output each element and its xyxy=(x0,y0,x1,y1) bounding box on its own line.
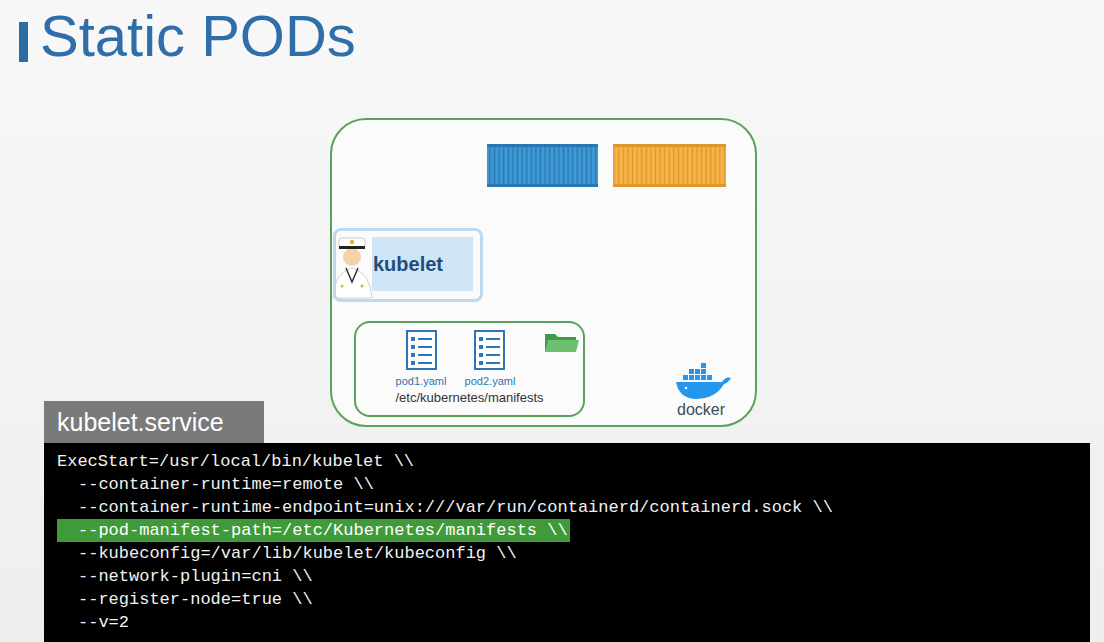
file-icon xyxy=(479,337,483,341)
code-line: --container-runtime-endpoint=unix:///var… xyxy=(57,496,1090,519)
captain-icon xyxy=(341,285,344,288)
docker-whale xyxy=(701,369,706,374)
docker-whale xyxy=(707,375,712,380)
code-line: --pod-manifest-path=/etc/Kubernetes/mani… xyxy=(57,519,570,542)
kubelet-box: kubelet xyxy=(333,228,483,302)
file-icon xyxy=(411,361,415,365)
docker-whale xyxy=(689,369,694,374)
code-line: --network-plugin=cni \\ xyxy=(57,565,1090,588)
docker-whale xyxy=(683,375,688,380)
node-box: docker kubelet/etc/kubernetes/manifests xyxy=(330,118,757,427)
folder-icon xyxy=(545,334,579,352)
captain-icon xyxy=(339,246,365,249)
docker-whale xyxy=(695,369,700,374)
node-label: kubelet xyxy=(372,237,473,291)
blue-container xyxy=(487,144,598,187)
folder-box: /etc/kubernetes/manifests xyxy=(354,321,585,417)
docker-whale xyxy=(701,375,706,380)
file-icon xyxy=(475,331,504,369)
docker-whale xyxy=(695,375,700,380)
orange-container xyxy=(613,184,726,187)
title-bar xyxy=(19,22,28,62)
captain-icon xyxy=(350,240,354,244)
file-icon xyxy=(411,345,415,349)
file-name: pod1.yaml xyxy=(396,374,447,388)
file-icon xyxy=(407,331,436,369)
docker-whale xyxy=(676,363,731,399)
blue-container xyxy=(487,184,598,187)
file-icon xyxy=(486,339,500,363)
docker-whale xyxy=(685,387,688,390)
folder-icon xyxy=(545,340,579,352)
file-icon xyxy=(479,345,483,349)
captain-icon xyxy=(333,268,372,298)
file-icon xyxy=(411,337,415,341)
file-name: pod2.yaml xyxy=(465,374,516,388)
blue-container xyxy=(487,144,598,187)
captain-icon xyxy=(346,268,358,282)
title-bar xyxy=(19,22,28,62)
slide-title: Static PODs xyxy=(40,3,356,69)
file-tab: kubelet.service xyxy=(44,401,264,443)
code-line: --container-runtime=remote \\ xyxy=(57,473,1090,496)
file-icon xyxy=(475,331,504,369)
node-label: docker xyxy=(677,401,725,419)
docker-whale xyxy=(676,378,731,400)
code-line: --register-node=true \\ xyxy=(57,588,1090,611)
captain-icon xyxy=(339,238,365,248)
code-panel: ExecStart=/usr/local/bin/kubelet \\--con… xyxy=(44,443,1090,642)
file-icon xyxy=(479,353,483,357)
node-label: /etc/kubernetes/manifests xyxy=(356,390,583,406)
node-fill xyxy=(331,119,756,426)
node-label: kubelet.service xyxy=(44,401,264,443)
code-line: --kubeconfig=/var/lib/kubelet/kubeconfig… xyxy=(57,542,1090,565)
orange-container xyxy=(613,144,726,187)
node-fill xyxy=(331,119,756,426)
file-icon xyxy=(411,353,415,357)
docker-whale xyxy=(689,375,694,380)
captain-icon xyxy=(333,238,372,298)
code-line: --v=2 xyxy=(57,611,1090,634)
orange-container xyxy=(613,144,726,187)
docker-whale xyxy=(701,363,706,368)
captain-icon xyxy=(361,285,364,288)
file-icon xyxy=(418,339,432,363)
file-icon xyxy=(479,361,483,365)
file-icon xyxy=(407,331,436,369)
code-line: ExecStart=/usr/local/bin/kubelet \\ xyxy=(57,450,1090,473)
orange-container xyxy=(613,144,726,147)
blue-container xyxy=(487,144,598,147)
captain-icon xyxy=(343,248,361,266)
